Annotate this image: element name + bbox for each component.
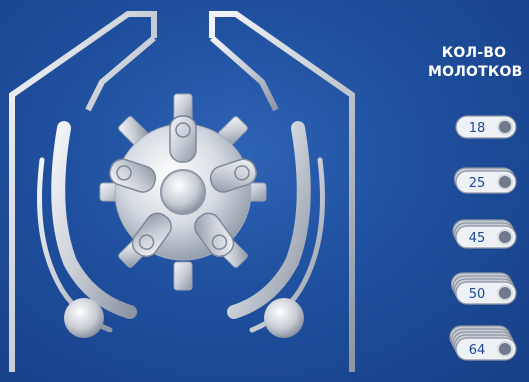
- inlet-chute: [85, 35, 279, 112]
- hammer-plate: [455, 115, 517, 139]
- count-value: 25: [468, 176, 486, 191]
- hammer-plate: [455, 337, 517, 361]
- hammer-plate: [455, 170, 517, 194]
- count-value: 64: [468, 343, 486, 358]
- count-value: 50: [468, 287, 486, 302]
- hammer-count-title: КОЛ-ВО МОЛОТКОВ: [428, 44, 523, 82]
- hammer-plate-stack-icon: [453, 167, 517, 194]
- title-line-2: МОЛОТКОВ: [428, 64, 523, 80]
- hammer-plate: [455, 281, 517, 305]
- hammers: [109, 115, 257, 258]
- count-option-45[interactable]: 45: [446, 210, 524, 252]
- hammer-plate-stack-icon: [450, 272, 517, 305]
- hammer-plate-stack-icon: [452, 219, 517, 249]
- left-discharge-roller: [64, 298, 104, 338]
- housing-frame: [9, 11, 355, 372]
- title-line-1: КОЛ-ВО: [441, 45, 507, 61]
- count-option-25[interactable]: 25: [446, 155, 524, 197]
- count-option-50[interactable]: 50: [446, 266, 524, 308]
- right-discharge-roller: [264, 298, 304, 338]
- hammer-plate: [455, 225, 517, 249]
- count-option-64[interactable]: 64: [446, 322, 524, 364]
- count-value: 45: [468, 231, 486, 246]
- count-value: 18: [468, 121, 486, 136]
- hammer-plate-stack-icon: [449, 325, 517, 361]
- count-option-18[interactable]: 18: [446, 100, 524, 142]
- hammer-plate-stack-icon: [455, 115, 517, 139]
- rotor-shaft: [160, 169, 206, 215]
